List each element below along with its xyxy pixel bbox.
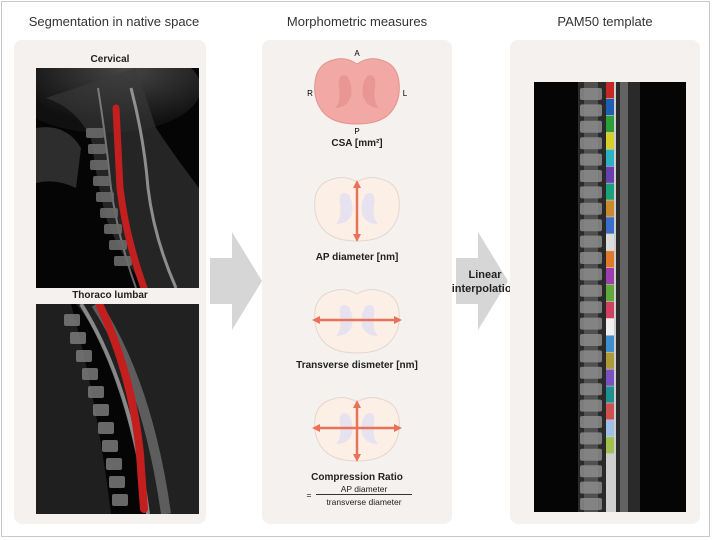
- vertebral-level-marker: [606, 284, 614, 302]
- vertebra-shape: [580, 268, 602, 281]
- vertebra-shape: [580, 235, 602, 248]
- vertebra-shape: [580, 334, 602, 346]
- vertebral-level-marker: [606, 268, 614, 285]
- vertebral-level-marker: [606, 183, 614, 200]
- vertebra-shape: [580, 383, 602, 396]
- vertebral-level-marker: [606, 200, 614, 217]
- pam50-template-image: [534, 82, 686, 512]
- vertebra-shape: [580, 350, 602, 363]
- vertebra-shape: [580, 186, 602, 199]
- vertebral-level-marker: [606, 437, 614, 454]
- cervical-mri-image: [36, 68, 199, 288]
- ap-diameter-label: AP diameter [nm]: [315, 252, 399, 263]
- compression-ratio-cross-section: [312, 397, 402, 462]
- linear-interpolation-line1: Linear: [468, 269, 502, 281]
- vertebral-level-marker: [606, 132, 614, 150]
- thoraco-lumbar-mri-image: [36, 304, 199, 514]
- vertebra-shape: [580, 120, 602, 133]
- thoraco-lumbar-segmentation: [96, 304, 148, 513]
- vertebra-shape: [580, 399, 602, 412]
- vertebra-shape: [580, 104, 602, 117]
- vertebra-shape: [580, 301, 602, 314]
- vertebra-shape: [580, 465, 602, 478]
- cervical-label: Cervical: [90, 54, 130, 65]
- vertebral-level-marker: [606, 234, 614, 251]
- vertebral-level-marker: [606, 82, 614, 99]
- left-column-title: Segmentation in native space: [28, 14, 200, 29]
- linear-interpolation-line2: interpolation: [451, 283, 519, 295]
- right-column-title: PAM50 template: [557, 14, 653, 29]
- vertebra-shape: [580, 284, 602, 297]
- vertebra-shape: [580, 202, 602, 215]
- arrow-right-1: [210, 232, 262, 330]
- thoraco-lumbar-mri-drawing: [36, 304, 199, 514]
- vertebra-shape: [580, 366, 602, 379]
- formula-denominator: transverse diameter: [326, 497, 402, 507]
- vertebra-shape: [580, 448, 602, 461]
- vertebra-shape: [580, 137, 602, 150]
- vertebral-level-marker: [606, 251, 614, 268]
- cervical-segmentation: [112, 104, 148, 288]
- csa-label: CSA [mm²]: [331, 138, 383, 149]
- vertebra-shape: [580, 498, 602, 510]
- vertebral-level-marker: [606, 369, 614, 386]
- vertebral-level-marker: [606, 386, 614, 403]
- transverse-diameter-label: Transverse dismeter [nm]: [296, 360, 418, 371]
- middle-panel: A P R L CSA [mm²] AP diameter [nm] Trans…: [262, 40, 452, 524]
- orientation-right: R: [307, 89, 313, 98]
- vertebral-level-marker: [606, 318, 614, 336]
- vertebral-level-marker: [606, 403, 614, 420]
- thoraco-lumbar-label: Thoraco lumbar: [72, 290, 148, 301]
- orientation-anterior: A: [354, 49, 360, 58]
- linear-interpolation-label: Linear interpolation: [440, 268, 530, 296]
- pam50-template-drawing: [578, 82, 640, 512]
- vertebral-level-marker: [606, 98, 614, 116]
- vertebral-level-marker: [606, 166, 614, 183]
- vertebral-level-marker: [606, 420, 614, 437]
- left-panel: Cervical Thoraco lumbar: [14, 40, 206, 524]
- vertebra-shape: [580, 432, 602, 445]
- middle-column-title: Morphometric measures: [286, 14, 428, 29]
- right-panel: [510, 40, 700, 524]
- vertebra-shape: [580, 88, 602, 100]
- ap-diameter-cross-section: [314, 177, 400, 242]
- arrow-right-2: [456, 232, 508, 330]
- vertebral-level-marker: [606, 335, 614, 352]
- cervical-mri-drawing: [36, 68, 199, 288]
- orientation-left: L: [403, 89, 408, 98]
- vertebral-level-marker: [606, 352, 614, 369]
- vertebra-shape: [580, 317, 602, 330]
- vertebra-shape: [580, 481, 602, 494]
- vertebra-shape: [580, 416, 602, 428]
- vertebral-level-marker: [606, 301, 614, 319]
- transverse-cross-section: [312, 289, 402, 354]
- vertebra-shape: [580, 219, 602, 232]
- formula-equals: =: [306, 490, 312, 500]
- vertebral-level-marker: [606, 115, 614, 133]
- compression-ratio-label: Compression Ratio: [311, 472, 403, 483]
- orientation-posterior: P: [354, 127, 359, 136]
- vertebra-shape: [580, 252, 602, 264]
- vertebral-level-marker: [606, 217, 614, 234]
- csa-cross-section: A P R L: [307, 49, 408, 136]
- vertebral-level-marker: [606, 149, 614, 166]
- vertebra-shape: [580, 170, 602, 182]
- vertebra-shape: [580, 153, 602, 166]
- formula-numerator: AP diameter: [316, 484, 412, 495]
